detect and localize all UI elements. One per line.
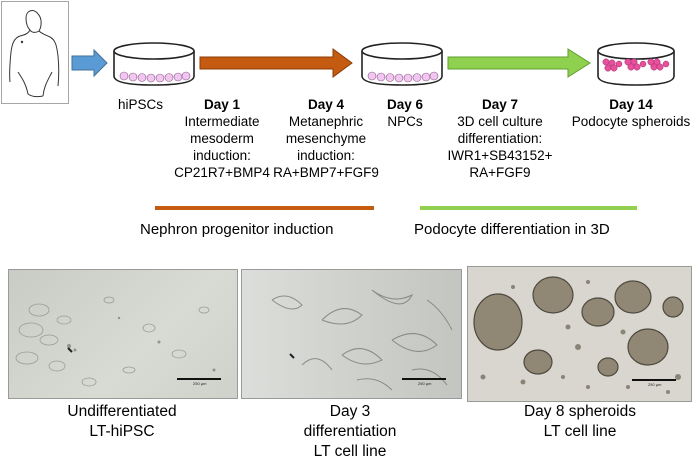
green-arrow-icon xyxy=(447,48,591,78)
day1-line: induction: xyxy=(193,148,251,163)
day1-label: Day 1 xyxy=(203,97,241,112)
day1-line: mesoderm xyxy=(190,131,254,146)
caption-line: Undifferentiated xyxy=(67,403,177,420)
day6-line: NPCs xyxy=(387,114,423,129)
day7-line: 3D cell culture xyxy=(457,114,543,129)
day6-block: Day 6 NPCs xyxy=(380,96,430,130)
scale-label: 250 µm xyxy=(193,381,207,386)
day4-line: RA+BMP7+FGF9 xyxy=(273,165,379,180)
person-box xyxy=(1,1,69,104)
day7-line: RA+FGF9 xyxy=(469,165,531,180)
micrograph-day8-spheroids: 250 µm xyxy=(467,266,692,402)
spheroid-dish-icon xyxy=(597,42,675,86)
nephron-bar xyxy=(155,206,374,210)
day1-line: CP21R7+BMP4 xyxy=(174,165,270,180)
hipscs-label: hiPSCs xyxy=(118,97,164,112)
day1-line: Intermediate xyxy=(184,114,260,129)
caption-line: Day 3 xyxy=(329,403,371,420)
caption-line: Day 8 spheroids xyxy=(523,403,636,420)
micrograph-spheroids-icon xyxy=(473,276,684,394)
culture-dish-icon xyxy=(113,42,195,86)
day14-label: Day 14 xyxy=(609,97,653,112)
caption-day8: Day 8 spheroids LT cell line xyxy=(510,402,650,442)
day7-line: IWR1+SB43152+ xyxy=(447,148,553,163)
micrograph-undifferentiated: 250 µm xyxy=(8,269,238,399)
day4-line: induction: xyxy=(297,148,355,163)
person-silhouette-icon xyxy=(9,10,60,98)
day14-line: Podocyte spheroids xyxy=(571,114,691,129)
day4-block: Day 4 Metanephric mesenchyme induction: … xyxy=(271,96,381,181)
day7-line: differentiation: xyxy=(457,131,543,146)
caption-undifferentiated: Undifferentiated LT-hiPSC xyxy=(52,402,192,442)
day4-label: Day 4 xyxy=(307,97,345,112)
day6-label: Day 6 xyxy=(386,97,424,112)
scale-label: 250 µm xyxy=(418,381,432,386)
blue-arrow-icon xyxy=(71,48,108,78)
caption-day3: Day 3 differentiation LT cell line xyxy=(290,402,410,462)
micrograph-day3: 250 µm xyxy=(241,269,462,399)
podocyte-section-label: Podocyte differentiation in 3D xyxy=(414,221,610,238)
day7-block: Day 7 3D cell culture differentiation: I… xyxy=(440,96,560,181)
caption-line: differentiation xyxy=(303,423,397,440)
day14-block: Day 14 Podocyte spheroids xyxy=(566,96,696,130)
caption-line: LT cell line xyxy=(313,443,387,460)
nephron-section-label: Nephron progenitor induction xyxy=(140,221,334,238)
caption-line: LT-hiPSC xyxy=(89,423,155,440)
micrograph-cells-icon xyxy=(271,289,453,391)
caption-line: LT cell line xyxy=(543,423,617,440)
timeline-graphics xyxy=(71,42,675,86)
orange-arrow-icon xyxy=(199,48,353,78)
day4-line: Metanephric xyxy=(288,114,364,129)
day7-label: Day 7 xyxy=(481,97,519,112)
day1-block: Day 1 Intermediate mesoderm induction: C… xyxy=(152,96,292,181)
micrograph-cells-icon xyxy=(15,296,216,387)
scale-label: 250 µm xyxy=(648,382,662,387)
podocyte-bar xyxy=(420,206,637,210)
culture-dish-icon xyxy=(361,42,443,86)
day4-line: mesenchyme xyxy=(285,131,367,146)
